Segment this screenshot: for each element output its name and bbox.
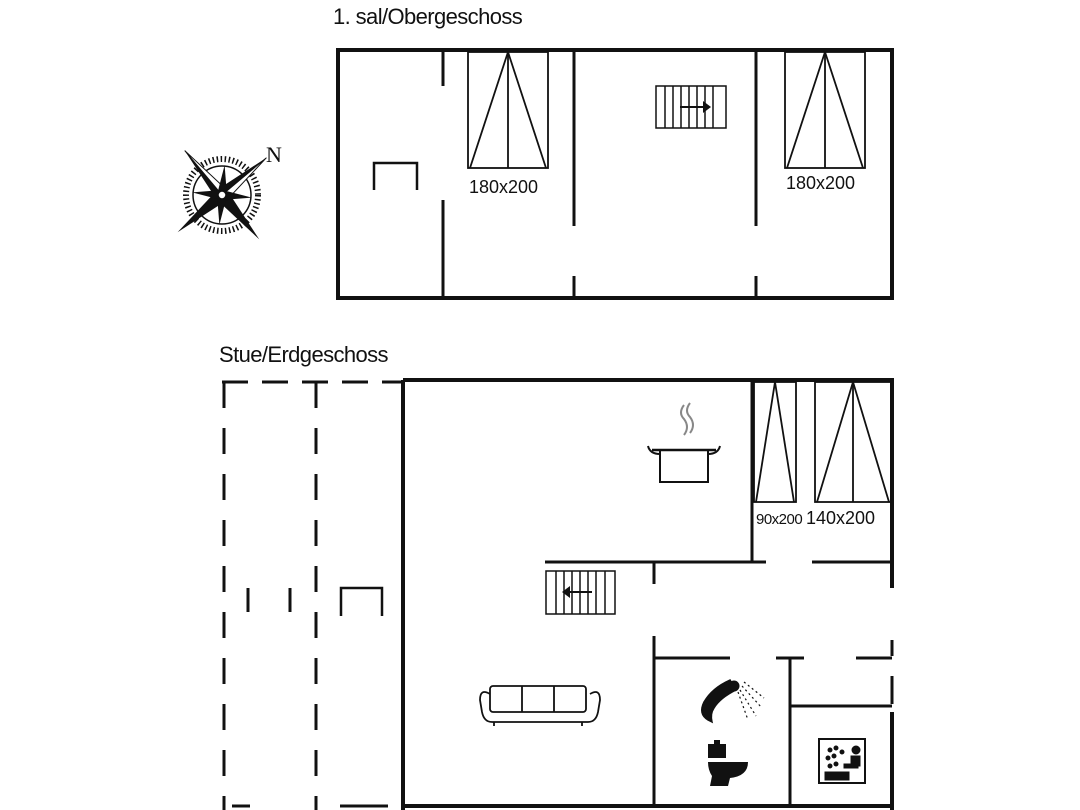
toilet-icon (706, 740, 748, 786)
sauna-icon (818, 738, 866, 784)
bed-size-label: 180x200 (786, 173, 855, 193)
bed-size-label: 180x200 (469, 177, 538, 197)
north-label: N (266, 142, 282, 167)
ground-floor-title: Stue/Erdgeschoss (219, 342, 389, 367)
shower-icon (701, 679, 765, 724)
bed-icon (753, 381, 797, 503)
bed-icon (784, 51, 866, 169)
compass-rose-icon (177, 150, 267, 240)
sofa-icon (479, 685, 601, 726)
stairs-icon (545, 570, 616, 615)
bed-size-label: 90x200 (756, 511, 802, 528)
table-icon (339, 586, 384, 616)
upper-floor-outer-wall (336, 48, 894, 300)
upper-floor (336, 48, 894, 300)
terrace-outline (222, 380, 402, 810)
stairs-icon (655, 85, 727, 129)
ground-floor (222, 378, 894, 810)
bed-size-label: 140x200 (806, 508, 875, 528)
upper-floor-title: 1. sal/Obergeschoss (333, 4, 523, 29)
bed-icon (467, 51, 549, 169)
bed-icon (814, 381, 892, 503)
cooking-pot-icon (647, 402, 721, 483)
table-icon (372, 161, 419, 190)
